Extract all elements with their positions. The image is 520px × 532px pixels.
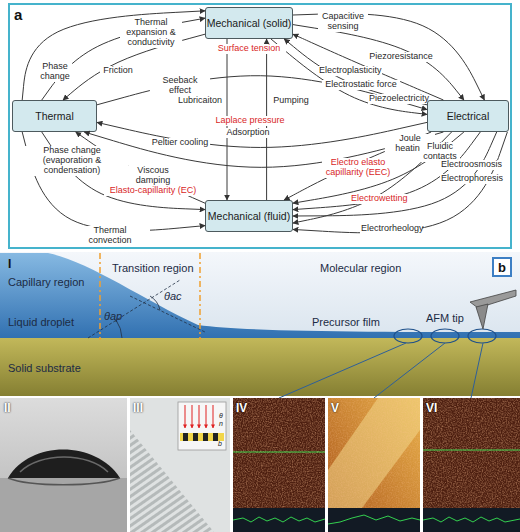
droplet-highlight [20,457,108,472]
photo-surface [0,478,127,532]
liquid-droplet [0,253,520,340]
height-profile [328,515,420,524]
panel-number: II [4,401,11,415]
panel-tag: b [492,257,512,277]
micrograph-background [130,398,230,532]
tangent-line [130,296,205,332]
grating-bar [183,433,188,441]
height-profile [423,517,520,522]
annotation: Precursor film [312,316,380,328]
domain-box: Mechanical (solid) [205,7,293,39]
tangent-line [88,280,180,338]
panel-number: I [8,257,11,271]
droplet-photo [8,450,120,479]
afm-image [233,398,325,532]
annotation: b [218,440,222,447]
afm-image [423,398,520,532]
panel-number: V [331,401,339,415]
photo-background [0,398,127,532]
afm-texture [233,398,325,508]
air-region [0,252,520,342]
scan-line [423,450,520,451]
region-divider [199,253,201,340]
panel-number: VI [426,401,437,415]
solid-substrate [0,338,520,396]
profile-strip [423,508,520,532]
grating-bar [193,433,198,441]
node-label: Mechanical (fluid) [208,210,290,222]
node-label: a [14,6,22,23]
probe-spot [468,329,496,343]
annotation: AFM tip [426,312,464,324]
afm-image [328,398,420,532]
light-ray [185,405,186,428]
profile-strip [233,508,325,532]
probe-spot [394,329,422,343]
domain-box: Electrical [427,100,509,132]
angle-arc [116,320,122,338]
inset-frame [178,402,226,450]
grating-strip [180,433,224,441]
region-divider [99,253,101,340]
domain-box: Mechanical (fluid) [205,200,293,232]
annotation: n [219,420,223,427]
afm-cantilever [470,290,516,308]
annotation: Solid substrate [8,362,81,374]
annotation: Molecular region [320,262,401,274]
domain-box: Thermal [12,100,97,132]
scan-line [233,452,325,453]
grating-bar [213,433,218,441]
node-label: Mechanical (solid) [207,17,292,29]
leader-line [374,343,445,398]
film-edge [328,398,420,508]
annotation: θac [164,290,182,302]
leader-line [471,343,483,398]
afm-tip [476,304,488,329]
height-profile [233,517,325,522]
light-ray [206,405,207,428]
annotation: θ [219,412,223,419]
annotation: θap [104,310,122,322]
node-label: Electrical [447,110,490,122]
panel-frame: aMechanical (solid) Thermal ElectricalMech… [8,3,512,249]
annotation: Liquid droplet [8,316,74,328]
light-ray [192,405,193,428]
light-ray [199,405,200,428]
afm-texture [328,398,420,508]
panel-number: IV [236,401,247,415]
angle-arc [150,296,160,310]
annotation: Capillary region [8,276,84,288]
profile-strip [328,508,420,532]
probe-spot [431,329,459,343]
droplet-reflection [8,478,120,485]
annotation: Transition region [112,262,194,274]
node-label: b [498,260,506,275]
grating-bar [203,433,208,441]
panel-number: III [133,401,143,415]
leader-line [279,343,406,398]
afm-texture [423,398,520,508]
light-ray [213,405,214,428]
node-label: Thermal [35,110,74,122]
